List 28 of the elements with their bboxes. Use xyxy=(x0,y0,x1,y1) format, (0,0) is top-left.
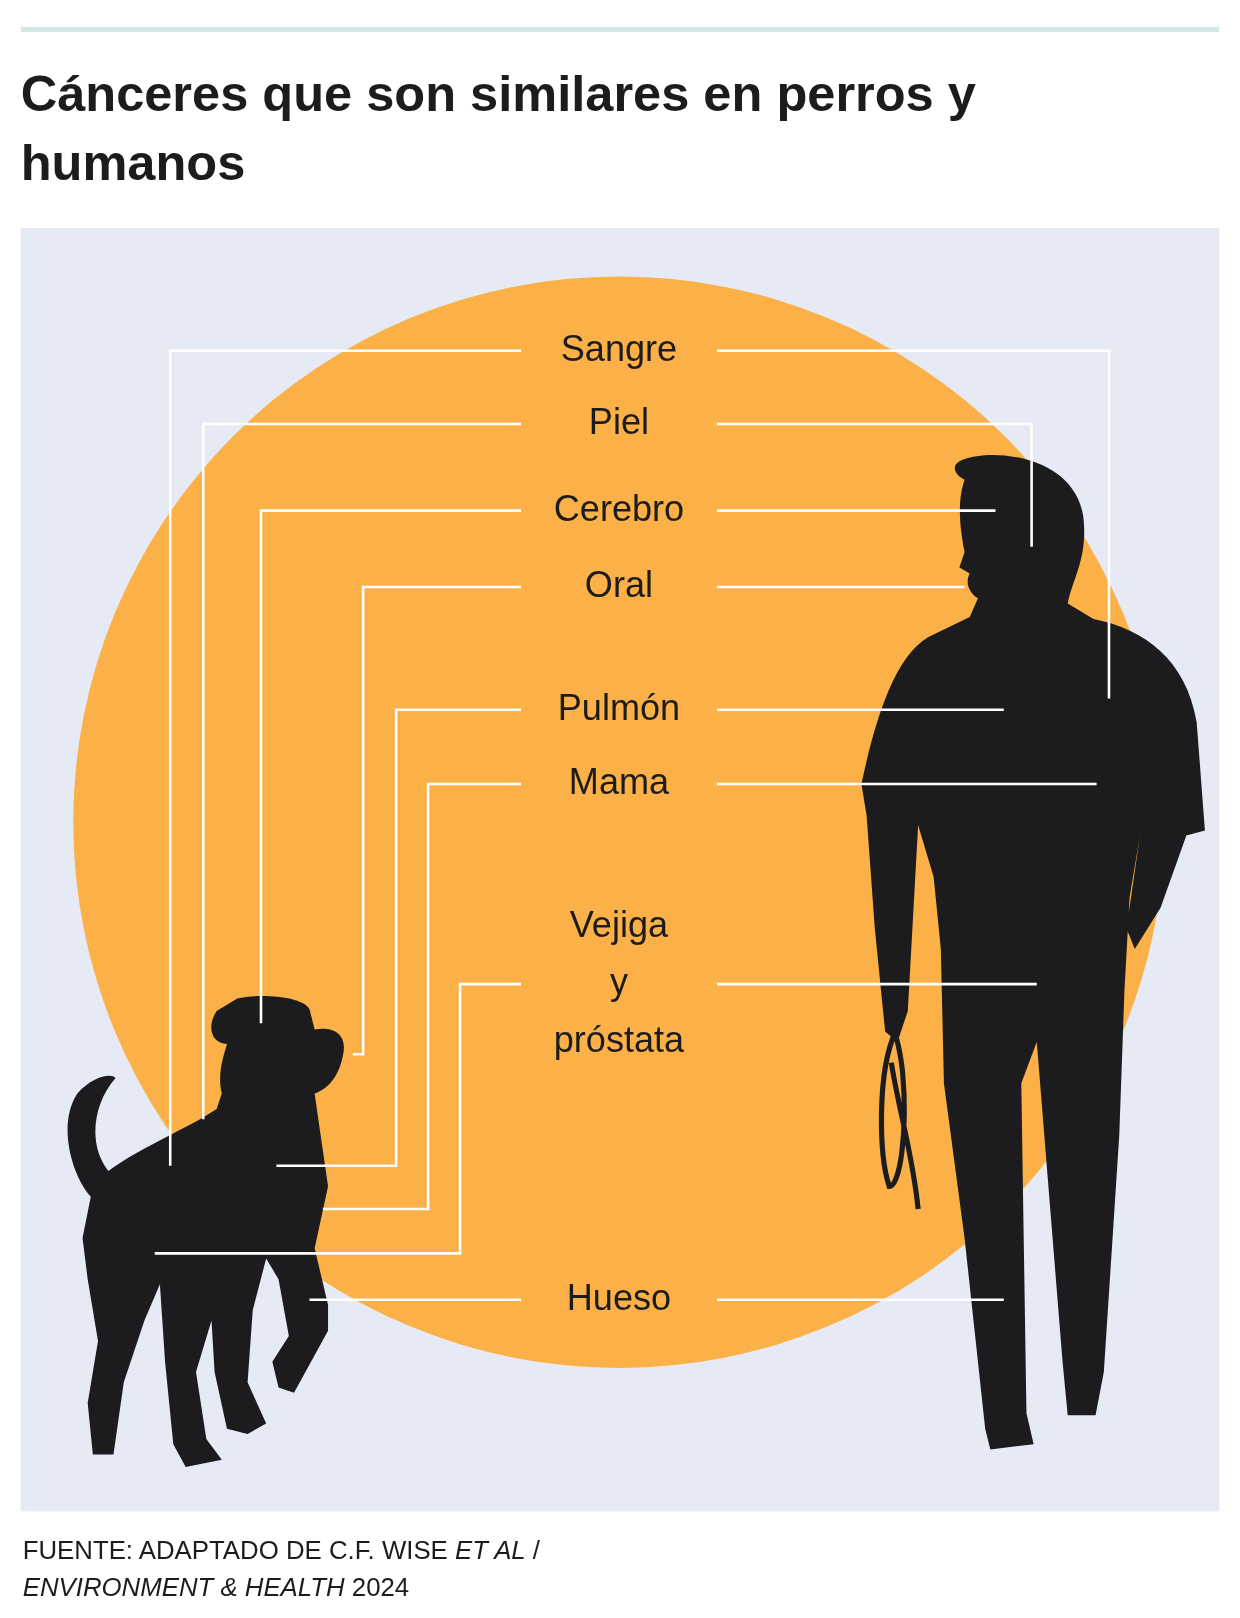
leader-line xyxy=(352,585,521,1056)
leader-line xyxy=(716,422,1033,547)
title: Cánceres que son similares en perros y humanos xyxy=(20,65,977,192)
leader-line xyxy=(276,708,521,1167)
leader-line xyxy=(201,422,521,1120)
leader-line xyxy=(716,782,1097,786)
leader-line xyxy=(716,1298,1004,1302)
cancer-label: Piel xyxy=(588,400,650,444)
leader-line xyxy=(168,349,521,1166)
cancer-label: Pulmón xyxy=(557,686,681,730)
dog-silhouette xyxy=(67,996,344,1467)
leader-line xyxy=(716,509,996,512)
leader-line xyxy=(322,782,521,1211)
leader-line xyxy=(716,708,1004,712)
cancer-label: Oral xyxy=(584,563,654,607)
leader-line xyxy=(716,585,965,589)
leader-line xyxy=(716,982,1037,986)
leader-line xyxy=(154,982,521,1255)
cancer-label: Mama xyxy=(568,760,670,804)
source-caption: FUENTE: ADAPTADO DE C.F. WISE ET AL / ENVIRONMENT & HEALTH 2024 xyxy=(22,1534,542,1604)
man-with-leash-drawing xyxy=(861,454,1205,1450)
cancer-label: Vejiga y próstata xyxy=(552,902,686,1062)
cancer-label: Hueso xyxy=(566,1276,672,1320)
leader-line xyxy=(259,509,521,1024)
cancer-label: Sangre xyxy=(560,327,678,371)
leader-line xyxy=(309,1298,521,1302)
cancer-label: Cerebro xyxy=(553,486,685,531)
leader-line xyxy=(716,349,1111,699)
